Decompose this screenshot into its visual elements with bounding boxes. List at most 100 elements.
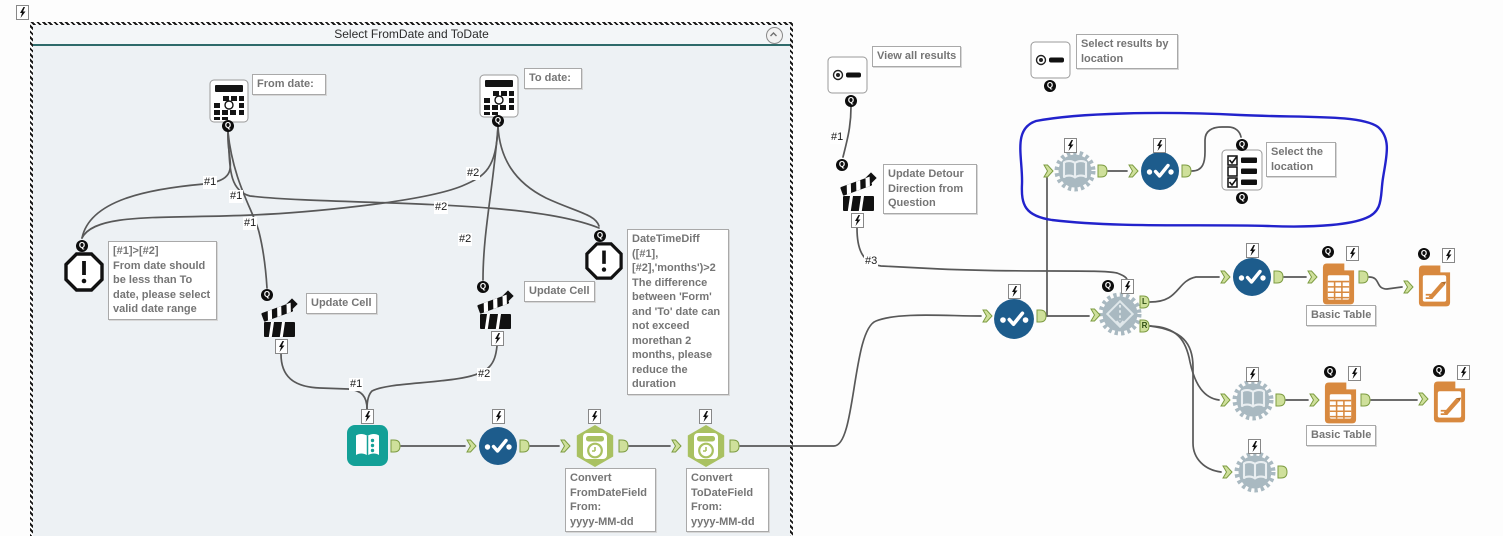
question-anchor-icon[interactable]: Q [1236, 192, 1248, 204]
radio-button-tool-by-location[interactable] [1030, 41, 1071, 79]
select-check-icon [994, 299, 1034, 339]
input-anchor[interactable] [1043, 164, 1054, 178]
lightning-icon [699, 409, 712, 424]
annotation-basic-table-2: Basic Table [1306, 425, 1377, 446]
output-anchor[interactable] [1097, 164, 1108, 178]
list-box-tool[interactable] [1221, 149, 1263, 191]
select-check-icon [1233, 258, 1271, 296]
lightning-icon [1008, 284, 1021, 299]
wire [856, 227, 1128, 281]
annotation-from-date: From date: [252, 74, 326, 95]
annotation-convert-to: Convert ToDateField From: yyyy-MM-dd [686, 468, 769, 533]
output-anchor[interactable] [618, 439, 629, 453]
output-anchor-right[interactable] [1139, 319, 1150, 333]
input-anchor[interactable] [1220, 393, 1231, 407]
macro-tool-1[interactable] [1054, 150, 1096, 192]
output-anchor[interactable] [1273, 270, 1284, 284]
container-header[interactable]: Select FromDate and ToDate [33, 25, 790, 46]
wire [1149, 276, 1220, 303]
input-anchor[interactable] [1128, 164, 1139, 178]
detour-macro-tool[interactable] [1098, 292, 1142, 336]
question-anchor-icon[interactable]: Q [76, 240, 88, 252]
text-input-book-icon [347, 425, 388, 466]
action-tool-update-cell-1[interactable] [260, 294, 300, 340]
lightning-icon [1064, 138, 1077, 153]
text-input-tool[interactable] [346, 424, 389, 467]
calendar-icon [479, 74, 519, 118]
detour-gear-icon [1098, 292, 1142, 336]
datetime-tool-to[interactable] [684, 424, 728, 468]
date-tool-to[interactable] [479, 74, 519, 118]
error-message-tool-1[interactable] [64, 252, 104, 292]
report-text-icon [1433, 381, 1466, 423]
lightning-icon [492, 409, 505, 424]
action-tool-update-cell-2[interactable] [476, 286, 516, 332]
input-anchor[interactable] [1309, 393, 1320, 407]
select-tool-1[interactable] [478, 426, 518, 466]
output-anchor[interactable] [1275, 393, 1286, 407]
question-anchor-icon[interactable]: Q [222, 120, 234, 132]
lightning-icon [491, 331, 504, 346]
macro-tool-2[interactable] [1232, 379, 1274, 421]
question-anchor-icon[interactable]: Q [1324, 366, 1336, 378]
output-anchor[interactable] [1360, 393, 1371, 407]
radio-button-tool-view-all[interactable] [827, 56, 868, 94]
annotation-error-datediff: DateTimeDiff ([#1], [#2],'months')>2 The… [627, 229, 729, 395]
anchor-letter-r: R [1141, 321, 1148, 330]
wire [1149, 325, 1222, 473]
output-anchor-left[interactable] [1139, 295, 1150, 309]
output-anchor[interactable] [1036, 309, 1047, 323]
output-anchor[interactable] [1277, 465, 1288, 479]
macro-tool-3[interactable] [1234, 451, 1276, 493]
error-octagon-icon [585, 242, 623, 280]
basic-table-tool-2[interactable] [1322, 379, 1359, 426]
question-anchor-icon[interactable]: Q [477, 281, 489, 293]
annotation-select-results-by-location: Select results by location [1076, 34, 1178, 70]
error-message-tool-2[interactable] [585, 241, 623, 281]
datetime-clock-icon [687, 425, 725, 467]
select-tool-2[interactable] [1140, 151, 1180, 191]
question-anchor-icon[interactable]: Q [492, 115, 504, 127]
question-anchor-icon[interactable]: Q [261, 289, 273, 301]
input-anchor[interactable] [1403, 280, 1414, 294]
action-tool-update-detour[interactable] [839, 168, 879, 214]
question-anchor-icon[interactable]: Q [594, 230, 606, 242]
select-tool-main[interactable] [993, 298, 1035, 340]
basic-table-tool-1[interactable] [1320, 260, 1357, 307]
question-anchor-icon[interactable]: Q [845, 95, 857, 107]
output-anchor[interactable] [729, 439, 740, 453]
list-box-icon [1221, 149, 1263, 191]
connection-label: #1 [229, 190, 244, 203]
collapse-button[interactable] [766, 27, 783, 44]
input-anchor[interactable] [1222, 465, 1233, 479]
output-anchor[interactable] [390, 439, 401, 453]
input-anchor[interactable] [1418, 392, 1429, 406]
date-tool-from[interactable] [209, 79, 249, 123]
input-anchor[interactable] [982, 309, 993, 323]
input-anchor[interactable] [1220, 270, 1231, 284]
input-anchor[interactable] [560, 439, 571, 453]
question-anchor-icon[interactable]: Q [836, 159, 848, 171]
report-text-icon [1418, 265, 1451, 307]
calendar-icon [209, 79, 249, 123]
report-text-tool-2[interactable] [1431, 378, 1468, 425]
input-anchor[interactable] [1090, 308, 1101, 322]
question-anchor-icon[interactable]: Q [1322, 246, 1334, 258]
lightning-icon [588, 409, 601, 424]
output-anchor[interactable] [1358, 270, 1369, 284]
question-anchor-icon[interactable]: Q [1044, 80, 1056, 92]
input-anchor[interactable] [671, 439, 682, 453]
select-tool-3[interactable] [1232, 257, 1272, 297]
input-anchor[interactable] [1307, 270, 1318, 284]
input-anchor[interactable] [466, 439, 477, 453]
report-text-tool-1[interactable] [1416, 262, 1453, 309]
datetime-tool-from[interactable] [573, 424, 617, 468]
output-anchor[interactable] [1181, 164, 1192, 178]
output-anchor[interactable] [519, 439, 530, 453]
question-anchor-icon[interactable]: Q [1102, 280, 1114, 292]
question-anchor-icon[interactable]: Q [1418, 248, 1430, 260]
question-anchor-icon[interactable]: Q [1433, 365, 1445, 377]
lightning-icon [361, 409, 374, 424]
question-anchor-icon[interactable]: Q [1236, 139, 1248, 151]
